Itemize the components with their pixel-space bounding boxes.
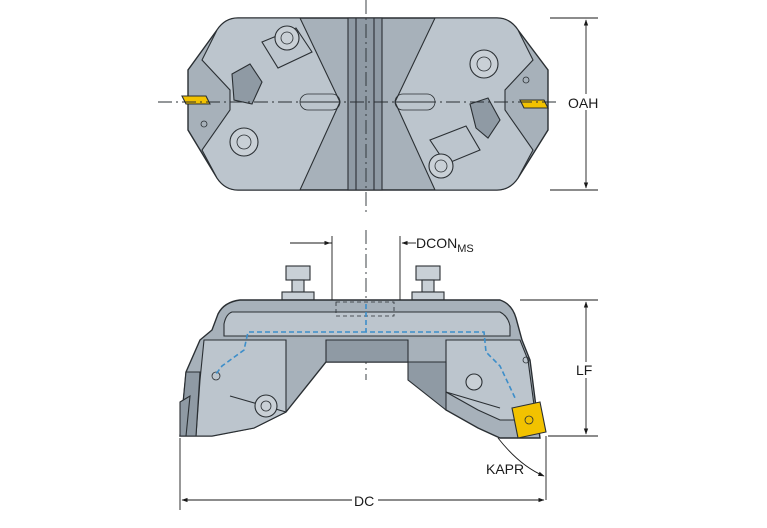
oah-dimension: OAH [550, 17, 608, 191]
side-view [179, 230, 547, 439]
left-leg [195, 339, 287, 437]
lf-label: LF [576, 362, 592, 378]
dc-label: DC [354, 493, 374, 509]
kapr-dimension: KAPR [486, 436, 547, 500]
top-screw-4 [428, 153, 454, 179]
side-screw-right [465, 373, 483, 391]
kapr-label: KAPR [486, 461, 524, 477]
side-insert [511, 401, 547, 439]
top-center-slot [347, 17, 383, 191]
side-screw-left [254, 394, 278, 418]
right-stud [411, 265, 445, 301]
top-right-pocket-face [394, 17, 534, 191]
dc-dimension: DC [179, 438, 545, 510]
left-stud [281, 265, 315, 301]
top-right-insert [519, 99, 549, 109]
dcon-label: DCONMS [416, 235, 474, 255]
top-screw-1 [274, 25, 300, 51]
coolant-channel [215, 304, 517, 401]
top-screw-3 [229, 127, 259, 157]
lf-dimension: LF [520, 299, 598, 437]
top-left-insert [181, 95, 211, 105]
top-view [158, 0, 560, 212]
top-screw-2 [469, 49, 499, 79]
oah-label: OAH [568, 95, 598, 111]
dcon-dimension: DCONMS [290, 235, 474, 300]
